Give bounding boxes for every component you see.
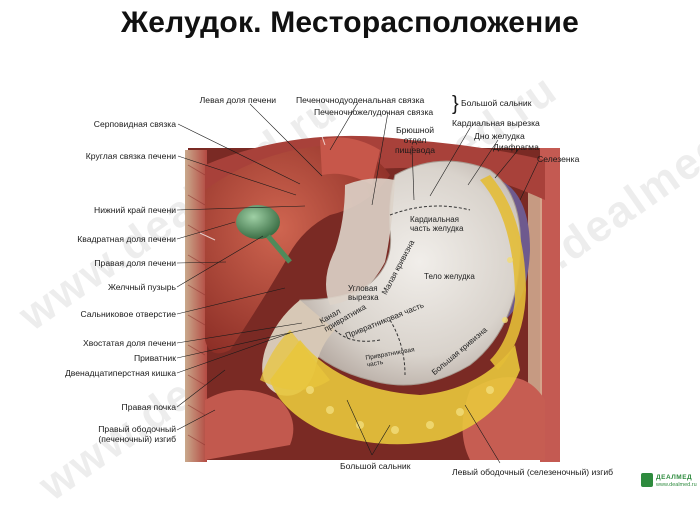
label-greater-omentum: Большой сальник (340, 461, 411, 471)
logo-name: ДЕАЛМЕД (656, 474, 693, 481)
page-title: Желудок. Месторасположение (120, 6, 580, 39)
label-duodenum: Двенадцатиперстная кишка (64, 368, 176, 378)
label-falciform-ligament: Серповидная связка (93, 119, 176, 129)
label-hepatogastric-ligament: Печеночножелудочная связка (314, 107, 434, 117)
gallbladder (236, 205, 280, 239)
label-stomach-body: Тело желудка (424, 272, 475, 281)
label-fundus: Дно желудка (474, 131, 525, 141)
label-spleen: Селезенка (537, 154, 580, 164)
label-abdominal-esophagus: Брюшной отдел пищевода (394, 125, 436, 155)
label-cardiac-notch: Кардиальная вырезка (452, 118, 540, 128)
publisher-logo: ДЕАЛМЕД www.dealmed.ru (641, 470, 697, 494)
greater-omentum (270, 340, 520, 445)
label-caudate-lobe: Хвостатая доля печени (83, 338, 176, 348)
right-colic-flexure (205, 390, 294, 460)
logo-site: www.dealmed.ru (656, 482, 697, 488)
liver (205, 145, 390, 354)
label-diaphragm: Диафрагма (493, 142, 539, 152)
label-left-colic-flexure: Левый ободочный (селезеночный) изгиб (452, 467, 614, 477)
label-left-liver-lobe: Левая доля печени (199, 95, 276, 105)
stomach-illustration (176, 103, 560, 464)
label-lower-liver-edge: Нижний край печени (94, 205, 176, 215)
label-angular-notch: Угловая вырезка (348, 284, 379, 302)
label-omental-foramen: Сальниковое отверстие (80, 309, 176, 319)
brace-icon: } (452, 93, 459, 115)
label-gallbladder: Желчный пузырь (107, 282, 176, 292)
logo-mark (641, 473, 653, 487)
left-body-wall (185, 150, 207, 462)
label-cardiac-part: Кардиальная часть желудка (410, 215, 464, 233)
label-round-ligament: Круглая связка печени (85, 151, 176, 161)
poster: www.dealmed.ru www.dealmed.ru www.dealme… (10, 6, 700, 510)
label-right-colic-flexure: Правый ободочный (печеночный) изгиб (98, 424, 176, 444)
stomach (295, 160, 522, 386)
label-hepatoduodenal-ligament: Печеночнодуоденальная связка (296, 95, 425, 105)
right-body-wall (540, 148, 560, 462)
label-pylorus: Приватник (133, 353, 176, 363)
lesser-curvature-region (326, 178, 395, 305)
label-quadrate-lobe: Квадратная доля печени (77, 234, 176, 244)
label-right-liver-lobe: Правая доля печени (94, 258, 176, 268)
left-liver-lobe (320, 137, 380, 185)
label-lesser-omentum: Большой сальник (461, 98, 532, 108)
label-right-kidney: Правая почка (121, 402, 176, 412)
